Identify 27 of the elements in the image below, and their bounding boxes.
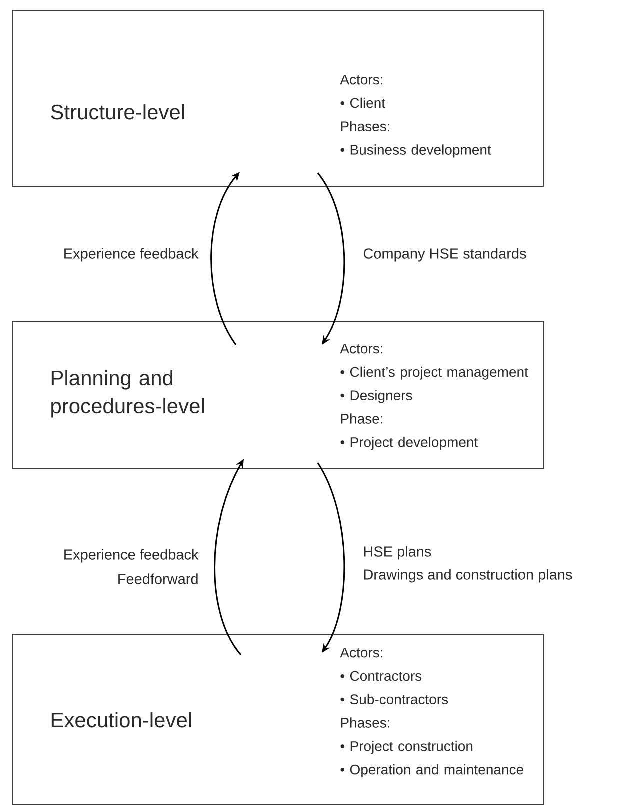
node-label: • Contractors: [340, 671, 422, 682]
actor-phase-list: Actors: • Client Phases: • Business development: [340, 74, 492, 158]
edge-label: Experience feedback: [62, 247, 200, 263]
edge-label: Experience feedback: [62, 548, 200, 564]
node-label: Phases:: [341, 718, 390, 728]
edge-label: Company HSE standards: [362, 247, 528, 263]
label-text: Feedforward: [116, 572, 200, 586]
node-label: • Business development: [340, 144, 492, 158]
node-label: Actors:: [340, 74, 382, 85]
node-label: Phase:: [341, 414, 383, 424]
node-label: • Operation and maintenance: [340, 764, 524, 778]
node-label: • Designers: [340, 390, 412, 404]
node-label: • Sub-contractors: [340, 694, 448, 705]
label-text: Drawings and construction plans: [362, 568, 574, 584]
level-title: Planning and procedures-level: [52, 370, 204, 418]
node-label: Actors:: [340, 648, 382, 658]
node-label: Actors:: [340, 344, 382, 354]
node-label: • Project construction: [340, 741, 473, 754]
node-label: • Client: [340, 98, 386, 108]
node-label: Phases:: [341, 121, 390, 132]
level-title: Execution-level: [52, 712, 192, 728]
edge-label: HSE plans: [362, 545, 433, 561]
node-label: • Client’s project management: [340, 366, 528, 380]
node-label: • Project development: [340, 437, 478, 450]
level-title: Structure-level: [51, 104, 184, 120]
actor-phase-list: Actors: • Client’s project management • Designers Phase: • Project development: [340, 344, 528, 450]
actor-phase-list: Actors: • Contractors • Sub-contractors Phases: • Project construction • Operation and maintenance: [340, 648, 524, 778]
